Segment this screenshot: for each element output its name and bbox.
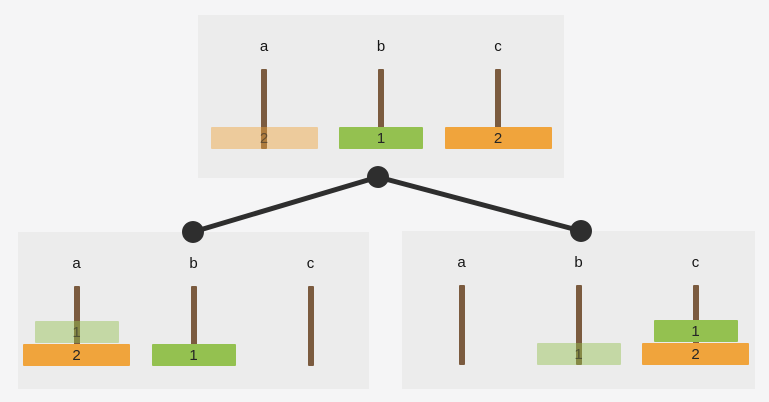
disk-2: 2 [642,343,749,365]
peg-pole [458,285,465,365]
peg-a-label: a [457,254,466,271]
peg-b-label: b [376,38,386,55]
peg-pole [307,286,314,366]
edge-root-right [377,174,582,234]
peg-pole [261,69,267,149]
peg-a-label: a [72,255,81,272]
disk-1: 1 [339,127,423,149]
root-state-panel: a 2 b 1 c 2 [198,15,564,178]
peg-pole [495,69,501,149]
peg-pole [378,69,384,149]
peg-pole [190,286,197,366]
peg-pole [575,285,582,365]
left-peg-c: c [252,254,369,389]
peg-c-label: c [494,38,502,55]
edge-root-left [192,174,379,235]
peg-b-label: b [574,254,583,271]
disk-1: 1 [151,344,236,366]
root-peg-a: a 2 [206,37,323,178]
peg-c-label: c [306,255,315,272]
disk-2-ghost: 2 [210,127,318,149]
peg-b-label: b [189,255,198,272]
disk-1: 1 [653,320,738,342]
right-peg-c: c 2 1 [637,253,754,389]
left-peg-a: a 2 1 [18,254,135,389]
disk-2: 2 [23,344,130,366]
right-peg-b: b 1 [520,253,637,389]
peg-pole [73,286,80,366]
root-peg-c: c 2 [440,37,557,178]
left-child-state-panel: a 2 1 b 1 c [18,232,369,389]
left-peg-b: b 1 [135,254,252,389]
disk-1-ghost: 1 [34,321,119,343]
right-peg-a: a [403,253,520,389]
peg-a-label: a [259,38,269,55]
root-peg-b: b 1 [323,37,440,178]
right-child-state-panel: a b 1 c 2 1 [402,231,755,389]
peg-c-label: c [691,254,700,271]
disk-2: 2 [444,127,552,149]
disk-1-ghost: 1 [536,343,621,365]
